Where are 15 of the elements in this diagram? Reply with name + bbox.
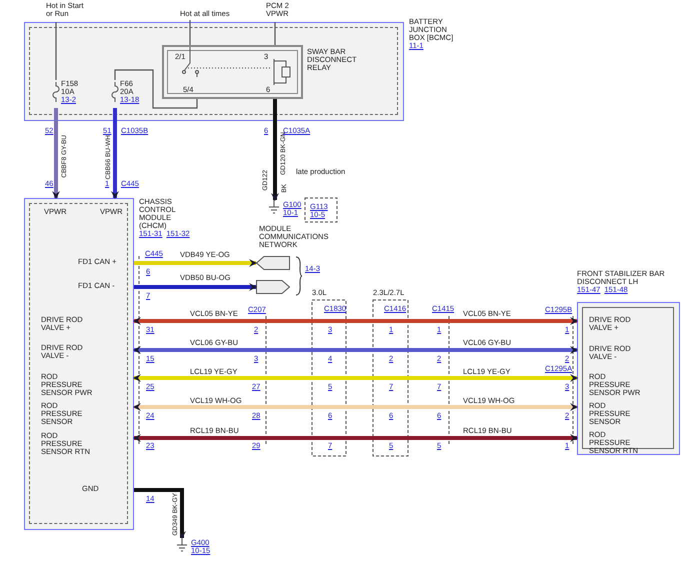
wire xyxy=(134,283,257,291)
wire xyxy=(111,108,119,199)
wire xyxy=(133,374,578,382)
wire xyxy=(274,22,276,45)
wire xyxy=(189,20,191,45)
wire xyxy=(133,434,578,442)
wire xyxy=(134,259,257,267)
wire xyxy=(114,69,198,109)
wire xyxy=(271,99,279,201)
wire xyxy=(133,403,578,411)
wire xyxy=(134,488,186,539)
wire xyxy=(55,22,57,80)
wire xyxy=(133,317,578,325)
wire xyxy=(133,346,578,354)
wire xyxy=(52,108,60,199)
